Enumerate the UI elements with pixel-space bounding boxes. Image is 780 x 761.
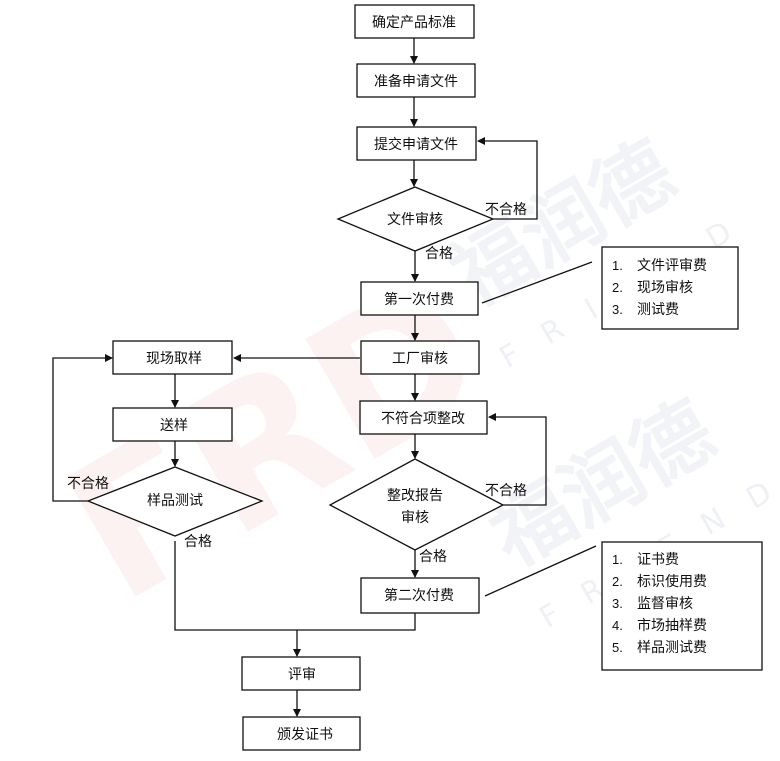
node-second-payment bbox=[360, 577, 480, 614]
fee-item-number: 1. bbox=[612, 258, 623, 273]
label-prepare-docs: 准备申请文件 bbox=[374, 73, 458, 90]
label-doc-review-fail: 不合格 bbox=[485, 202, 527, 218]
label-factory-audit: 工厂审核 bbox=[392, 351, 448, 367]
label-rect-review-pass: 合格 bbox=[419, 549, 447, 565]
label-first-payment: 第一次付费 bbox=[384, 291, 454, 308]
label-define-standard: 确定产品标准 bbox=[372, 15, 456, 31]
label-submit-docs: 提交申请文件 bbox=[374, 136, 458, 153]
fee-item-text: 标识使用费 bbox=[637, 573, 707, 590]
fee-item-text: 现场审核 bbox=[637, 280, 693, 296]
label-rect-report-review-1: 整改报告 bbox=[387, 488, 443, 504]
fee-item-text: 文件评审费 bbox=[637, 258, 707, 274]
label-nc-rectification: 不符合项整改 bbox=[381, 411, 465, 427]
node-factory-audit bbox=[360, 340, 480, 375]
label-issue-certificate: 颁发证书 bbox=[277, 727, 333, 743]
fee-item-number: 2. bbox=[612, 280, 623, 295]
label-rect-review-fail: 不合格 bbox=[485, 483, 527, 499]
node-define-standard bbox=[354, 4, 475, 39]
label-evaluation: 评审 bbox=[288, 667, 316, 683]
node-send-sample bbox=[112, 407, 233, 442]
callout-second-payment bbox=[601, 541, 763, 671]
node-nc-rectification bbox=[359, 400, 488, 435]
fee-item-text: 样品测试费 bbox=[637, 640, 707, 656]
first-payment-fee-list: 1. 文件评审费 2. 现场审核 3. 测试费 bbox=[612, 258, 707, 318]
fee-item-number: 4. bbox=[612, 618, 623, 633]
node-evaluation bbox=[241, 656, 361, 691]
fee-item-text: 市场抽样费 bbox=[637, 617, 707, 634]
label-rect-report-review-2: 审核 bbox=[401, 510, 429, 526]
label-sample-test: 样品测试 bbox=[147, 493, 203, 509]
label-second-payment: 第二次付费 bbox=[384, 587, 454, 604]
fee-item-text: 监督审核 bbox=[637, 596, 693, 612]
fee-item-number: 2. bbox=[612, 574, 623, 589]
label-doc-review-pass: 合格 bbox=[425, 246, 453, 262]
node-first-payment bbox=[360, 281, 479, 316]
node-onsite-sampling bbox=[112, 340, 233, 375]
fee-item-number: 3. bbox=[612, 302, 623, 317]
fee-item-number: 5. bbox=[612, 640, 623, 655]
fee-item-number: 3. bbox=[612, 596, 623, 611]
second-payment-fee-list: 1. 证书费 2. 标识使用费 3. 监督审核 4. 市场抽样费 5. 样品测试费 bbox=[612, 552, 707, 656]
label-onsite-sampling: 现场取样 bbox=[146, 351, 202, 367]
fee-item-text: 证书费 bbox=[637, 552, 679, 568]
fee-item-text: 测试费 bbox=[637, 302, 679, 318]
label-sample-test-fail: 不合格 bbox=[67, 476, 109, 492]
connectors bbox=[52, 38, 597, 717]
node-issue-certificate bbox=[242, 716, 361, 751]
callout-first-payment bbox=[601, 246, 739, 330]
fee-item-number: 1. bbox=[612, 552, 623, 567]
node-submit-docs bbox=[356, 126, 477, 161]
node-prepare-docs bbox=[356, 63, 476, 98]
label-send-sample: 送样 bbox=[160, 418, 188, 434]
label-doc-review: 文件审核 bbox=[387, 212, 443, 228]
node-sample-test bbox=[86, 466, 264, 537]
label-sample-test-pass: 合格 bbox=[184, 534, 212, 550]
